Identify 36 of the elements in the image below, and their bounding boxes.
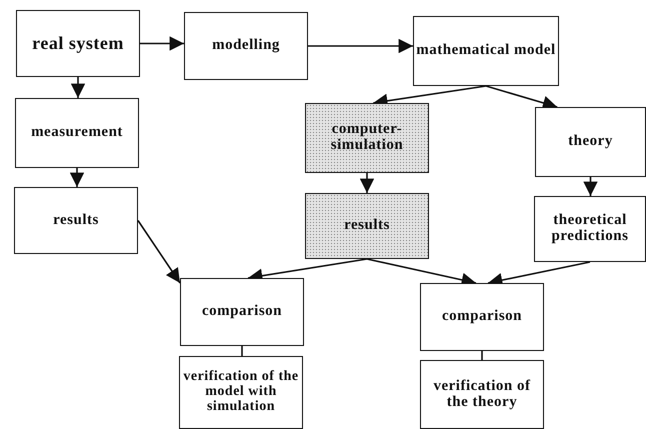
process-box: [420, 360, 544, 429]
node-text: comparison: [202, 304, 282, 320]
node-text: modelling: [212, 38, 280, 54]
process-box: [420, 283, 544, 351]
arrow: [140, 36, 184, 51]
shaded-process-box: [305, 193, 429, 259]
arrow: [70, 168, 84, 187]
node-text: measurement: [31, 125, 123, 141]
node-text: theory: [568, 134, 613, 150]
arrow: [360, 173, 374, 193]
node-text: verification of the model with simulation: [182, 370, 300, 415]
arrow: [583, 177, 598, 196]
node-text: verification of the theory: [432, 378, 532, 410]
process-box: [180, 278, 304, 346]
process-box: [413, 16, 559, 86]
process-box: [534, 196, 646, 262]
node-text: mathematical model: [416, 43, 556, 59]
arrow: [137, 220, 181, 284]
node-text: comparison: [442, 309, 522, 325]
process-box: [184, 12, 308, 80]
process-box: [15, 98, 139, 168]
node-text: real system: [32, 34, 124, 53]
process-box: [179, 356, 303, 429]
process-box: [14, 187, 138, 254]
process-box: [535, 107, 646, 177]
shaded-process-box: [305, 103, 429, 173]
arrow: [308, 38, 413, 54]
node-text: computer-simulation: [330, 122, 404, 154]
node-text: theoretical predictions: [550, 213, 630, 245]
arrow: [486, 85, 558, 110]
node-text: results: [344, 218, 390, 234]
process-box: [16, 10, 140, 77]
arrow: [70, 77, 86, 98]
connector-line: [481, 351, 483, 360]
node-text: results: [53, 212, 99, 228]
connector-line: [241, 346, 243, 356]
